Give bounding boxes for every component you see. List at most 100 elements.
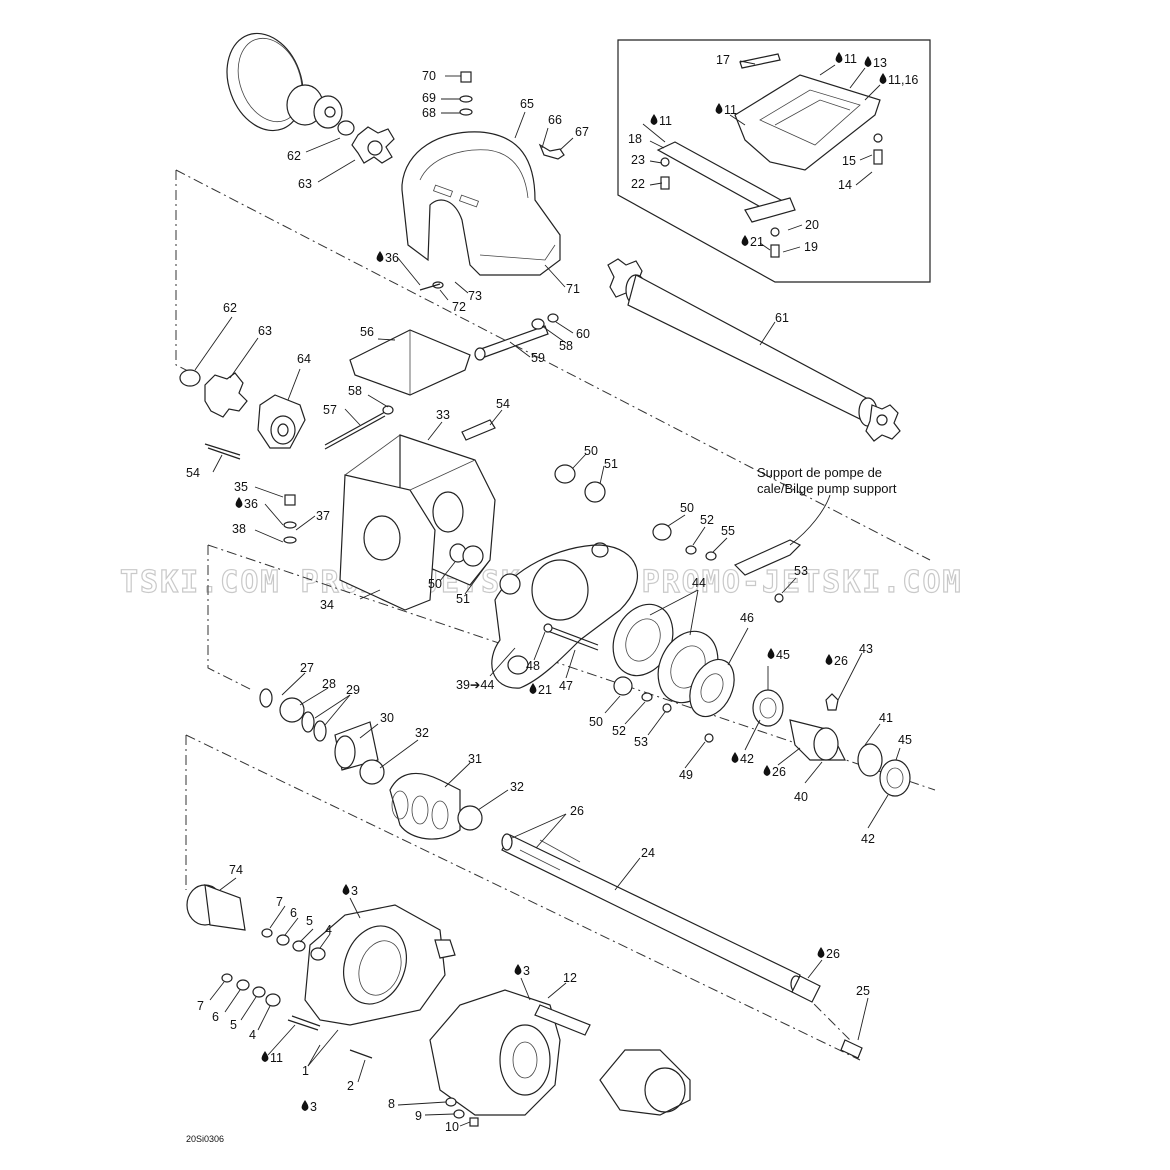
part-number-label: 10: [445, 1120, 459, 1134]
part-number-label: 22: [631, 177, 645, 191]
part-number-label: 71: [566, 282, 580, 296]
part-number-label: 54: [496, 397, 510, 411]
frame-lines: [175, 169, 936, 1061]
bushings: [554, 464, 784, 743]
part-number-label: 42: [861, 832, 875, 846]
oil-drop-icon: [235, 497, 243, 508]
part-number-label: 53: [634, 735, 648, 749]
part-number-label: 26: [834, 654, 848, 668]
part-number-label: 6: [212, 1010, 219, 1024]
part-number-label: 49: [679, 768, 693, 782]
part-number-label: 45: [776, 648, 790, 662]
part-number-label: 55: [721, 524, 735, 538]
oil-drop-icon: [715, 103, 723, 114]
cover-assembly: [401, 71, 565, 291]
part-number-label: 44: [692, 576, 706, 590]
part-number-label: 46: [740, 611, 754, 625]
part-number-label: 23: [631, 153, 645, 167]
part-number-label: 66: [548, 113, 562, 127]
part-number-label: 8: [388, 1097, 395, 1111]
part-number-label: 25: [856, 984, 870, 998]
part-number-label: 67: [575, 125, 589, 139]
part-number-label: 9: [415, 1109, 422, 1123]
part-number-label: 48: [526, 659, 540, 673]
support-plate-assembly: [462, 542, 735, 718]
drawing-code: 20Si0306: [186, 1134, 224, 1144]
part-number-label: 3: [351, 884, 358, 898]
part-number-label: 15: [842, 154, 856, 168]
part-number-label: 11: [270, 1051, 283, 1065]
part-number-label: 72: [452, 300, 466, 314]
part-number-label: 38: [232, 522, 246, 536]
part-number-label: 63: [258, 324, 272, 338]
part-number-label: 1: [302, 1064, 309, 1078]
part-number-label: 50: [584, 444, 598, 458]
part-number-label: 4: [249, 1028, 256, 1042]
oil-drop-icon: [763, 765, 771, 776]
part-number-label: 62: [287, 149, 301, 163]
part-number-label: 68: [422, 106, 436, 120]
part-number-label: 65: [520, 97, 534, 111]
part-number-label: 33: [436, 408, 450, 422]
part-number-label: 26: [826, 947, 840, 961]
leader-lines: [194, 60, 901, 1127]
part-number-label: 57: [323, 403, 337, 417]
part-number-label: 7: [197, 999, 204, 1013]
oil-drop-icon: [529, 683, 537, 694]
part-number-label: 59: [531, 351, 545, 365]
oil-drop-icon: [731, 752, 739, 763]
part-number-label: 45: [898, 733, 912, 747]
note-line-2: cale/Bilge pump support: [757, 481, 897, 496]
part-number-label: 32: [510, 780, 524, 794]
oil-drop-icon: [835, 52, 843, 63]
washer-stack: [221, 928, 326, 1007]
part-number-label: 19: [804, 240, 818, 254]
part-number-label: 52: [612, 724, 626, 738]
part-number-label: 73: [468, 289, 482, 303]
part-number-label: 17: [716, 53, 730, 67]
part-number-label: 64: [297, 352, 311, 366]
part-number-label: 62: [223, 301, 237, 315]
oil-drop-icon: [342, 884, 350, 895]
bilge-pump-note: Support de pompe de cale/Bilge pump supp…: [757, 465, 897, 496]
pump-housing: [186, 884, 456, 1059]
part-number-label: 52: [700, 513, 714, 527]
oil-drop-icon: [514, 964, 522, 975]
part-number-label: 21: [750, 235, 764, 249]
pump-mount-bracket: [204, 434, 496, 611]
part-number-label: 41: [879, 711, 893, 725]
part-number-label: 50: [589, 715, 603, 729]
part-number-label: 35: [234, 480, 248, 494]
part-number-label: 74: [229, 863, 243, 877]
oil-drop-icon: [879, 73, 887, 84]
part-number-label: 26: [570, 804, 584, 818]
part-number-label: 6: [290, 906, 297, 920]
part-number-label: 47: [559, 679, 573, 693]
part-number-label: 11: [724, 103, 737, 117]
part-number-label: 5: [306, 914, 313, 928]
part-number-label: 11: [659, 114, 672, 128]
oil-drop-icon: [767, 648, 775, 659]
oil-drop-icon: [817, 947, 825, 958]
part-number-label: 53: [794, 564, 808, 578]
part-number-label: 36: [244, 497, 258, 511]
part-number-label: 11,16: [888, 73, 918, 87]
part-number-label: 4: [325, 923, 332, 937]
part-number-label: 51: [456, 592, 470, 606]
part-number-label: 7: [276, 895, 283, 909]
part-number-label: 28: [322, 677, 336, 691]
part-number-label: 31: [468, 752, 482, 766]
part-number-label: 40: [794, 790, 808, 804]
part-number-label: 11: [844, 52, 857, 66]
part-number-label: 12: [563, 971, 577, 985]
drive-shaft: [607, 258, 901, 442]
part-number-label: 29: [346, 683, 360, 697]
pulley-assembly: [226, 32, 395, 164]
oil-drop-icon: [864, 56, 872, 67]
inset-frame: [617, 39, 931, 283]
part-number-label: 50: [428, 577, 442, 591]
oil-drop-icon: [741, 235, 749, 246]
part-number-label: 36: [385, 251, 399, 265]
